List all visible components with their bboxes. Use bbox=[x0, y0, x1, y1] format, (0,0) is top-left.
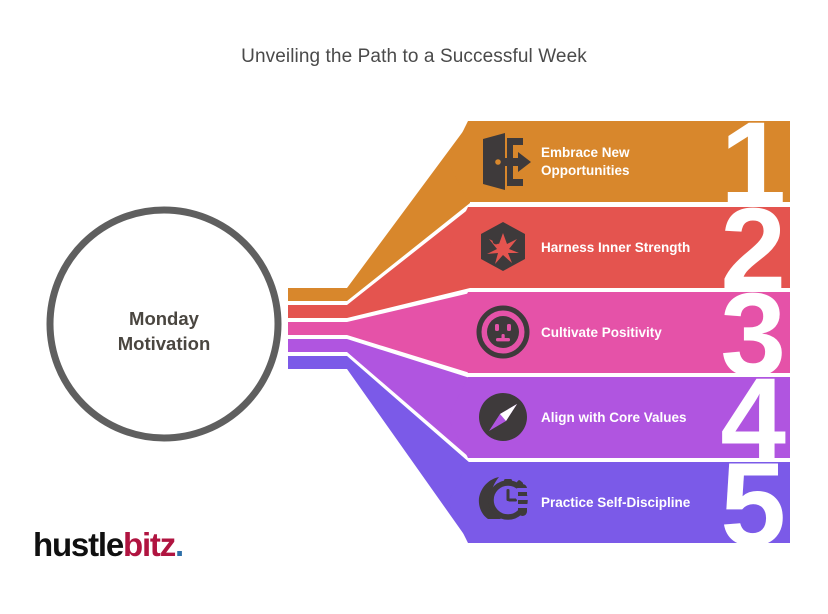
hub-ring bbox=[46, 206, 282, 442]
ribbon-step-4 bbox=[288, 339, 470, 458]
ribbon-step-1 bbox=[288, 122, 470, 301]
step-banner-2[interactable] bbox=[448, 207, 790, 288]
ribbon-step-3 bbox=[288, 293, 470, 373]
hand-stopwatch-icon bbox=[478, 477, 529, 520]
step-number-2: 2 bbox=[720, 184, 786, 316]
hexagon-burst-icon bbox=[481, 222, 525, 271]
step-row-4[interactable]: 4 Align with Core Values bbox=[448, 354, 790, 486]
door-exit-icon bbox=[483, 133, 531, 190]
logo-dot: . bbox=[175, 526, 184, 563]
step-label-5-line1: Practice Self-Discipline bbox=[541, 495, 691, 510]
step-label-3-line1: Cultivate Positivity bbox=[541, 325, 662, 340]
smiley-face-icon bbox=[476, 305, 530, 359]
step-banner-1[interactable] bbox=[448, 121, 790, 202]
step-row-1[interactable]: 1 Embrace New Opportunities bbox=[448, 98, 790, 230]
ribbon-step-5 bbox=[288, 356, 470, 543]
hub-label-line1: Monday bbox=[129, 308, 200, 329]
connector-ribbons bbox=[288, 122, 470, 543]
step-number-1: 1 bbox=[720, 98, 786, 230]
step-row-3[interactable]: 3 Cultivate Positivity bbox=[448, 269, 790, 401]
compass-icon bbox=[479, 393, 527, 441]
hub-circle[interactable]: Monday Motivation bbox=[46, 206, 282, 442]
logo-text-bitz: bitz bbox=[122, 526, 176, 563]
step-row-5[interactable]: 5 Practice Self-Discipline bbox=[448, 439, 790, 571]
step-number-5: 5 bbox=[720, 439, 786, 571]
step-label-4-line1: Align with Core Values bbox=[541, 410, 687, 425]
brand-logo[interactable]: hustlebitz. bbox=[33, 526, 184, 563]
step-number-4: 4 bbox=[720, 354, 786, 486]
ribbon-step-2 bbox=[288, 208, 470, 318]
step-banner-4[interactable] bbox=[448, 377, 790, 458]
hub-label-line2: Motivation bbox=[118, 333, 211, 354]
step-label-2-line1: Harness Inner Strength bbox=[541, 240, 690, 255]
step-row-2[interactable]: 2 Harness Inner Strength bbox=[448, 184, 790, 316]
logo-text-hustle: hustle bbox=[33, 526, 124, 563]
step-label-1-line1: Embrace New bbox=[541, 145, 630, 160]
page-title: Unveiling the Path to a Successful Week bbox=[241, 46, 587, 67]
step-number-3: 3 bbox=[720, 269, 786, 401]
step-banner-5[interactable] bbox=[448, 462, 790, 543]
step-label-1-line2: Opportunities bbox=[541, 163, 630, 178]
step-banner-3[interactable] bbox=[448, 292, 790, 373]
